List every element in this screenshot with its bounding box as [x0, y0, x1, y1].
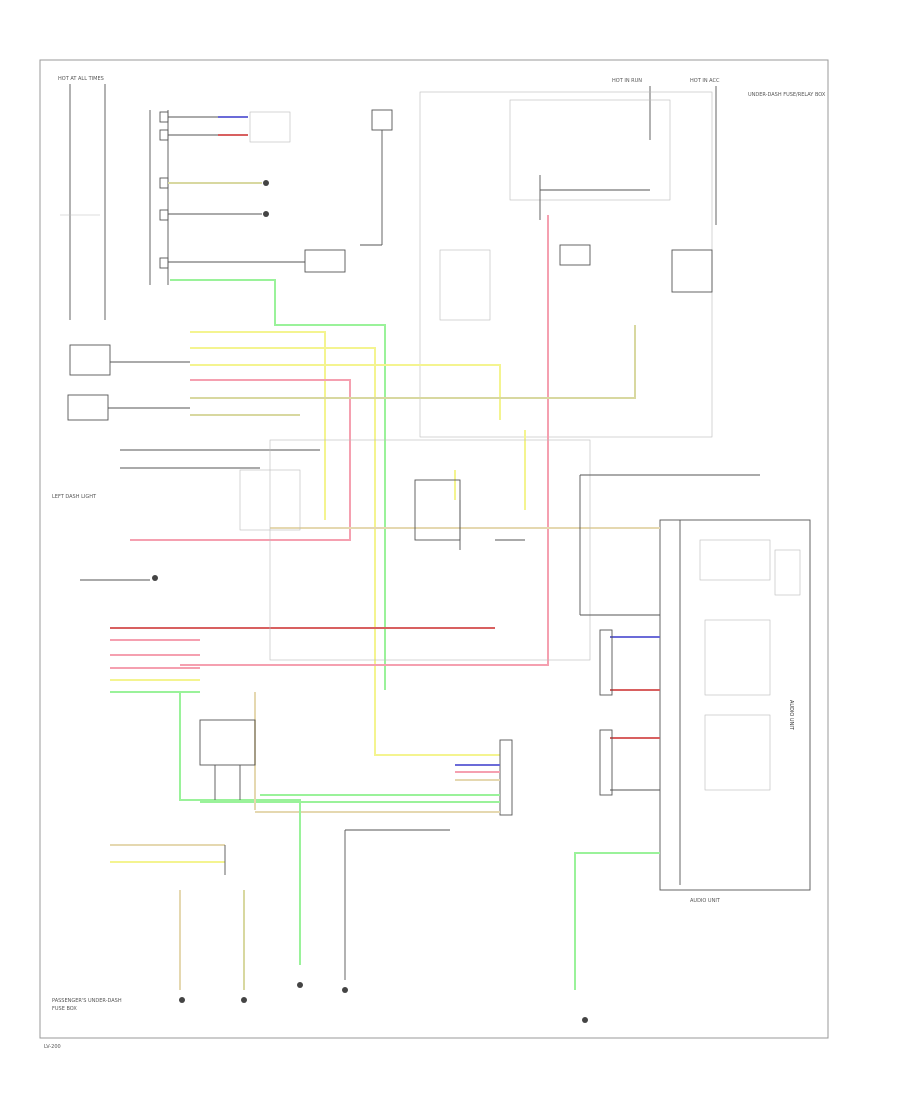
top-right-fuse-b: HOT IN ACC — [690, 78, 720, 84]
lower-left-switch — [179, 692, 301, 965]
fuse-box-lower: FUSE BOX — [52, 1006, 77, 1012]
top-right-note: UNDER-DASH FUSE/RELAY BOX — [748, 92, 826, 98]
left-switch-block: LEFT DASH LIGHT — [52, 344, 320, 531]
lower-middle-connector — [200, 739, 513, 980]
diagram-frame — [39, 59, 829, 1039]
top-left-header: HOT AT ALL TIMES — [58, 76, 104, 82]
yellow-wire-upper — [190, 331, 501, 756]
tan-wire-mid — [270, 430, 655, 529]
top-left-fuse-block: HOT AT ALL TIMES — [58, 76, 169, 320]
top-right-fuse-a: HOT IN RUN — [612, 78, 642, 84]
top-right-fuse-block: HOT IN RUN HOT IN ACC UNDER-DASH FUSE/RE… — [419, 78, 826, 438]
footer-corner: LV-200 — [44, 1044, 61, 1050]
top-middle-sensor — [360, 109, 393, 246]
right-audio-unit-title: AUDIO UNIT — [788, 700, 794, 731]
fuse-box-lower-label: PASSENGER'S UNDER-DASH — [52, 998, 122, 1004]
top-left-connector-group — [168, 111, 346, 273]
green-wire-lower-right — [574, 852, 660, 1023]
green-wire-upper — [170, 279, 386, 690]
left-dash-light-label: LEFT DASH LIGHT — [52, 494, 97, 500]
right-audio-unit: AUDIO UNIT AUDIO UNIT — [579, 474, 811, 904]
bottom-sensors: PASSENGER'S UNDER-DASH FUSE BOX — [52, 844, 348, 1012]
middle-center-module — [269, 439, 591, 661]
lower-left-bus — [110, 627, 495, 693]
olive-wire-upper — [190, 325, 636, 416]
mid-left-ground — [80, 575, 158, 581]
pink-wire-upper — [130, 215, 549, 666]
bottom-right-caption: AUDIO UNIT — [690, 898, 721, 904]
